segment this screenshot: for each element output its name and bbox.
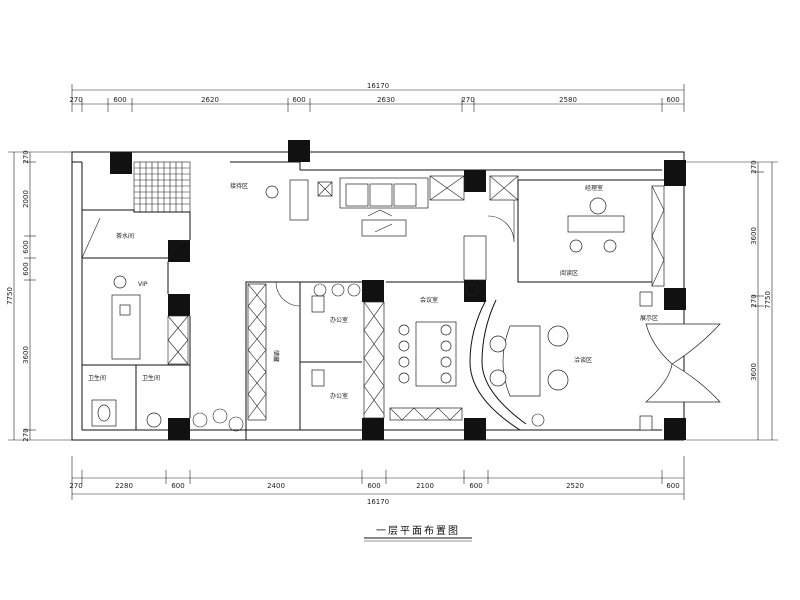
left-dimension-5: 3600 bbox=[22, 346, 30, 364]
top-total-dimension: 16170 bbox=[367, 82, 389, 90]
tea-room-label: 茶水间 bbox=[116, 232, 134, 240]
display-label: 展示区 bbox=[640, 315, 658, 322]
reception-label: 接待区 bbox=[230, 182, 248, 190]
left-interior-walls bbox=[81, 209, 191, 430]
left-dimension-1: 270 bbox=[22, 150, 30, 163]
top-dimension-4: 600 bbox=[292, 96, 305, 104]
toilet-label-2: 卫生间 bbox=[142, 374, 160, 382]
bottom-dimension-chain: 270 2280 600 2400 600 2100 600 2520 600 … bbox=[69, 456, 685, 506]
right-dimension-chain: 7750 270 3600 270 3600 bbox=[686, 160, 778, 441]
left-dimension-2: 2000 bbox=[22, 190, 30, 208]
bottom-dimension-3: 600 bbox=[171, 482, 184, 490]
manager-label: 经理室 bbox=[585, 184, 603, 192]
meeting-label: 会议室 bbox=[420, 296, 438, 304]
bottom-dimension-2: 2280 bbox=[115, 482, 133, 490]
left-dimension-chain: 7750 270 2000 600 600 3600 270 bbox=[6, 150, 72, 442]
left-dimension-4: 600 bbox=[22, 262, 30, 275]
top-dimension-7: 2580 bbox=[559, 96, 577, 104]
drawing-title-block: 一层平面布置图 bbox=[364, 525, 472, 542]
bottom-total-dimension: 16170 bbox=[367, 498, 389, 506]
bottom-dimension-9: 600 bbox=[666, 482, 679, 490]
top-dimension-3: 2620 bbox=[201, 96, 219, 104]
top-dimension-2: 600 bbox=[113, 96, 126, 104]
top-dimension-1: 270 bbox=[69, 96, 82, 104]
toilets: 卫生间 卫生间 bbox=[88, 374, 162, 428]
top-dimension-6: 270 bbox=[461, 96, 474, 104]
left-dimension-3: 600 bbox=[22, 240, 30, 253]
reception-area: 接待区 bbox=[230, 175, 519, 281]
right-total-dimension: 7750 bbox=[764, 291, 772, 309]
top-dimension-5: 2630 bbox=[377, 96, 395, 104]
top-dimension-8: 600 bbox=[666, 96, 679, 104]
right-dimension-2: 3600 bbox=[750, 227, 758, 245]
left-total-dimension: 7750 bbox=[6, 287, 14, 305]
manager-office: 经理室 阅读区 bbox=[517, 179, 665, 287]
drawing-title: 一层平面布置图 bbox=[376, 525, 460, 537]
reading-label: 阅读区 bbox=[560, 269, 578, 277]
structural-columns bbox=[110, 140, 686, 440]
negotiation-area: 洽谈区 展示区 bbox=[469, 291, 721, 431]
bottom-dimension-5: 600 bbox=[367, 482, 380, 490]
office-label-1: 办公室 bbox=[330, 316, 348, 324]
bottom-dimension-8: 2520 bbox=[566, 482, 584, 490]
vip-label: VIP bbox=[138, 281, 148, 288]
bottom-dimension-7: 600 bbox=[469, 482, 482, 490]
vip-room: VIP bbox=[111, 275, 148, 360]
left-dimension-6: 270 bbox=[22, 428, 30, 441]
staircase bbox=[133, 161, 191, 213]
office-wing: 办公室 办公室 储藏 bbox=[245, 281, 385, 440]
right-dimension-3: 270 bbox=[750, 294, 758, 307]
meeting-room: 会议室 bbox=[386, 281, 464, 421]
negotiation-label: 洽谈区 bbox=[574, 356, 592, 364]
bottom-dimension-6: 2100 bbox=[416, 482, 434, 490]
top-dimension-chain: 16170 270 600 2620 600 2630 270 2580 600 bbox=[69, 82, 685, 112]
toilet-label-1: 卫生间 bbox=[88, 374, 106, 382]
office-label-2: 办公室 bbox=[330, 392, 348, 400]
plants bbox=[192, 283, 545, 432]
bottom-dimension-4: 2400 bbox=[267, 482, 285, 490]
bottom-dimension-1: 270 bbox=[69, 482, 82, 490]
right-dimension-1: 270 bbox=[750, 160, 758, 173]
right-dimension-4: 3600 bbox=[750, 363, 758, 381]
storage-label: 储藏 bbox=[272, 350, 280, 362]
